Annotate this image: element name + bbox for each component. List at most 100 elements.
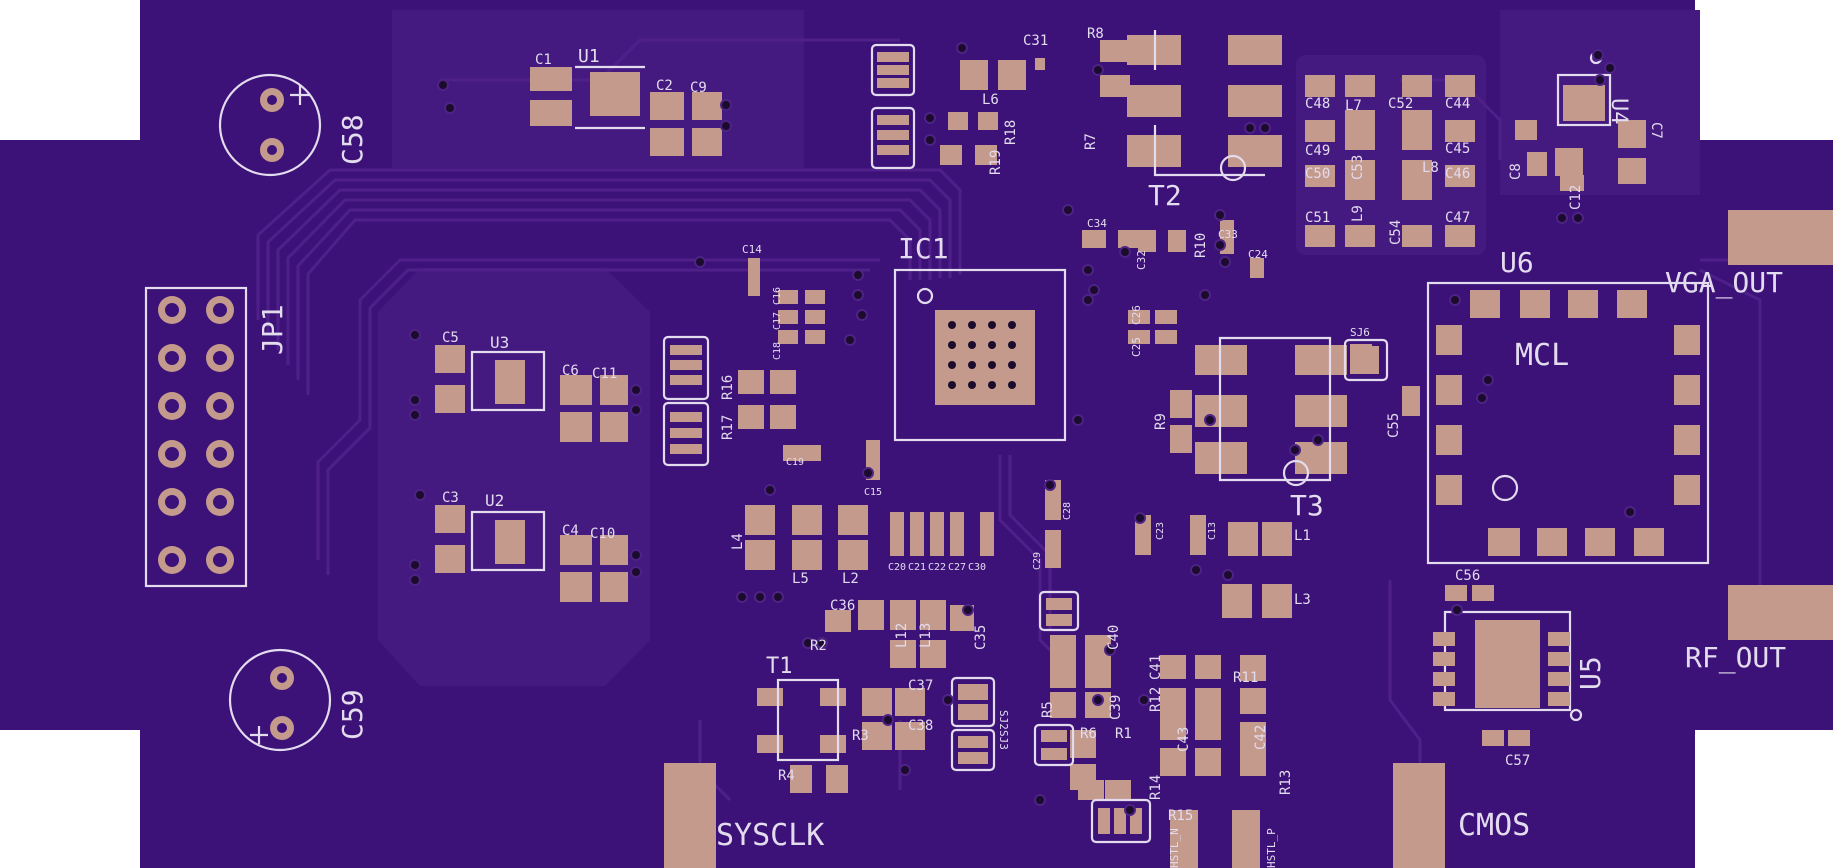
label-vga-out: VGA_OUT xyxy=(1665,266,1783,300)
label-t1: T1 xyxy=(766,654,793,679)
label-u5: U5 xyxy=(1574,656,1607,690)
label-c11: C11 xyxy=(592,366,617,382)
label-c49: C49 xyxy=(1305,143,1330,159)
label-c41: C41 xyxy=(1148,655,1164,680)
label-c47: C47 xyxy=(1445,210,1470,226)
label-r3: R3 xyxy=(852,728,869,744)
label-t2: T2 xyxy=(1148,179,1182,212)
label-c25: C25 xyxy=(1130,337,1143,357)
label-c37: C37 xyxy=(908,678,933,694)
label-c22: C22 xyxy=(928,562,946,573)
ic-u1 xyxy=(530,65,722,156)
label-c51: C51 xyxy=(1305,210,1330,226)
label-l3: L3 xyxy=(1294,592,1311,608)
label-c5: C5 xyxy=(442,330,459,346)
label-r11: R11 xyxy=(1233,670,1258,686)
label-c45: C45 xyxy=(1445,141,1470,157)
ic-u3 xyxy=(435,345,628,442)
label-c39: C39 xyxy=(1108,695,1124,720)
label-r6: R6 xyxy=(1080,726,1097,742)
label-c15: C15 xyxy=(864,487,882,498)
label-r7: R7 xyxy=(1083,133,1099,150)
label-r4: R4 xyxy=(778,768,795,784)
label-r8: R8 xyxy=(1087,26,1104,42)
label-sj2: SJ2 xyxy=(997,710,1010,730)
label-t3: T3 xyxy=(1290,489,1324,522)
label-c53: C53 xyxy=(1350,155,1366,180)
label-c9: C9 xyxy=(690,80,707,96)
label-c17: C17 xyxy=(772,312,783,330)
label-l13: L13 xyxy=(918,623,934,648)
label-c54: C54 xyxy=(1388,220,1404,245)
transformer-t2 xyxy=(1127,30,1282,182)
label-c32: C32 xyxy=(1135,250,1148,270)
ic-u2 xyxy=(435,505,628,602)
label-c31: C31 xyxy=(1023,33,1048,49)
label-c21: C21 xyxy=(908,562,926,573)
label-sj3: SJ3 xyxy=(997,730,1010,750)
label-c58: C58 xyxy=(336,114,369,165)
filter-passives xyxy=(1305,75,1475,247)
label-u3: U3 xyxy=(490,333,509,352)
label-c2: C2 xyxy=(656,78,673,94)
label-c13: C13 xyxy=(1207,522,1218,540)
label-c48: C48 xyxy=(1305,96,1330,112)
label-r16: R16 xyxy=(720,375,736,400)
ic-u5 xyxy=(1433,610,1583,722)
label-hstl-p: HSTL_P xyxy=(1265,828,1278,868)
label-c42: C42 xyxy=(1253,725,1269,750)
label-c55: C55 xyxy=(1386,413,1402,438)
label-c36: C36 xyxy=(830,598,855,614)
mixer-u6 xyxy=(1426,281,1710,565)
label-c12: C12 xyxy=(1568,185,1584,210)
small-labels-rotated: R18 R19 R7 C53 L9 C54 C8 C12 C7 C17 C16 … xyxy=(720,120,1664,868)
label-c59: C59 xyxy=(336,689,369,740)
label-c3: C3 xyxy=(442,490,459,506)
label-hstl-n: HSTL_N xyxy=(1168,828,1181,868)
label-sysclk: SYSCLK xyxy=(716,818,824,853)
label-c20: C20 xyxy=(888,562,906,573)
label-c23: C23 xyxy=(1155,522,1166,540)
cap-c59 xyxy=(228,648,332,752)
label-ic1: IC1 xyxy=(898,232,949,265)
transformer-t1 xyxy=(776,678,840,762)
label-r13: R13 xyxy=(1278,770,1294,795)
label-c6: C6 xyxy=(562,363,579,379)
label-c1: C1 xyxy=(535,52,552,68)
label-l6: L6 xyxy=(982,92,999,108)
label-l9: L9 xyxy=(1350,205,1366,222)
label-c44: C44 xyxy=(1445,96,1470,112)
label-c40: C40 xyxy=(1106,625,1122,650)
transformer-t3 xyxy=(1195,336,1347,487)
label-c33: C33 xyxy=(1218,228,1238,241)
label-c19: C19 xyxy=(786,457,804,468)
label-c7: C7 xyxy=(1648,122,1664,139)
label-l12: L12 xyxy=(894,623,910,648)
label-r19: R19 xyxy=(988,150,1004,175)
label-r12: R12 xyxy=(1148,687,1164,712)
label-r18: R18 xyxy=(1003,120,1019,145)
label-u4: U4 xyxy=(1606,98,1631,125)
label-c10: C10 xyxy=(590,526,615,542)
label-r14: R14 xyxy=(1148,775,1164,800)
label-c28: C28 xyxy=(1062,502,1073,520)
label-c38: C38 xyxy=(908,718,933,734)
label-r2: R2 xyxy=(810,638,827,654)
label-r1: R1 xyxy=(1115,726,1132,742)
label-jp1: JP1 xyxy=(256,304,289,355)
vias xyxy=(409,42,1636,816)
label-c57: C57 xyxy=(1505,753,1530,769)
label-c18: C18 xyxy=(772,342,783,360)
label-c24: C24 xyxy=(1248,248,1268,261)
ic-u4 xyxy=(1556,51,1612,127)
label-c30: C30 xyxy=(968,562,986,573)
label-rf-out: RF_OUT xyxy=(1685,641,1786,675)
label-l4: L4 xyxy=(730,533,746,550)
solder-jumpers xyxy=(662,43,1389,844)
label-r9: R9 xyxy=(1153,413,1169,430)
connectors xyxy=(664,210,1833,868)
label-c4: C4 xyxy=(562,523,579,539)
small-labels: C1 U1 C2 C9 C31 R8 L6 C48 L7 C52 C44 C49… xyxy=(442,26,1530,824)
label-mcl: MCL xyxy=(1515,338,1569,373)
label-r15: R15 xyxy=(1168,808,1193,824)
